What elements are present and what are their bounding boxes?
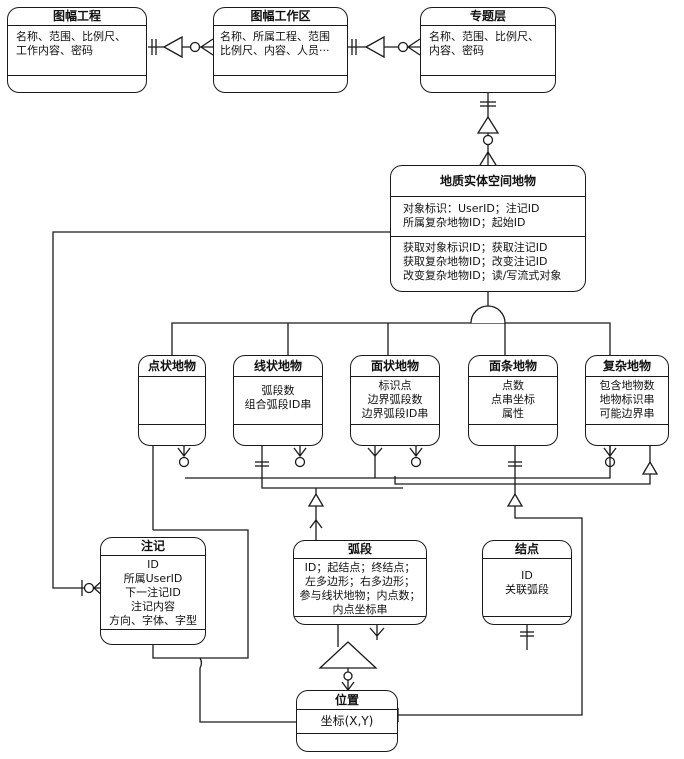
entity-complex-feature: 复杂地物 包含地物数 地物标识串 可能边界串 (585, 355, 669, 446)
entity-attr: 比例尺、内容、人员··· (220, 44, 330, 57)
entity-attr: 标识点 (378, 379, 412, 392)
entity-attr: ID；起结点；终结点； (304, 561, 416, 574)
entity-title: 地质实体空间地物 (391, 166, 585, 197)
entity-attr: 左多边形；右多边形； (305, 575, 415, 588)
entity-attr: 方向、字体、字型 (109, 614, 197, 627)
entity-title: 专题层 (421, 8, 555, 26)
entity-attr: 参与线状地物；内点数； (299, 589, 421, 602)
entity-attr: 地物标识串 (599, 393, 655, 406)
entity-strip-feature: 面条地物 点数 点串坐标 属性 (468, 355, 558, 446)
entity-attr: 名称、范围、比例尺、 (16, 30, 126, 43)
entity-title: 图幅工作区 (214, 8, 347, 26)
entity-title: 点状地物 (139, 356, 205, 377)
entity-attr: 内容、密码 (429, 44, 484, 57)
entity-attr: 所属复杂地物ID；起始ID (403, 216, 526, 229)
entity-title: 面状地物 (351, 356, 439, 377)
entity-attr: ID (521, 569, 533, 582)
entity-annotation: 注记 ID 所属UserID 下一注记ID 注记内容 方向、字体、字型 (100, 537, 206, 645)
entity-attr: ID (147, 558, 159, 571)
entity-method: 获取复杂地物ID；改变注记ID (403, 255, 548, 268)
entity-tufu-workspace: 图幅工作区 名称、所属工程、范围 比例尺、内容、人员··· (213, 7, 348, 93)
entity-title: 复杂地物 (586, 356, 668, 377)
entity-attr: 弧段数 (261, 384, 295, 397)
entity-node: 结点 ID 关联弧段 (482, 540, 572, 625)
entity-title: 位置 (297, 691, 397, 710)
generalization-bus (171, 322, 611, 355)
entity-attr: 关联弧段 (505, 583, 549, 596)
entity-attr: 名称、所属工程、范围 (220, 30, 330, 43)
entity-attr: 边界弧段ID串 (361, 407, 429, 420)
entity-point-feature: 点状地物 (138, 355, 206, 446)
entity-method: 获取对象标识ID；获取注记ID (403, 241, 548, 254)
entity-title: 图幅工程 (8, 8, 146, 26)
entity-polygon-feature: 面状地物 标识点 边界弧段数 边界弧段ID串 (350, 355, 440, 446)
entity-theme-layer: 专题层 名称、范围、比例尺、 内容、密码 (420, 7, 556, 93)
entity-attr: 组合弧段ID串 (244, 398, 312, 411)
entity-line-feature: 线状地物 弧段数 组合弧段ID串 (233, 355, 323, 446)
entity-attr: 属性 (502, 407, 524, 420)
entity-title: 弧段 (294, 541, 426, 559)
entity-attr: 点数 (502, 379, 524, 392)
entity-attr: 所属UserID (123, 572, 183, 585)
link-feature-annotation (52, 231, 390, 589)
entity-method: 改变复杂地物ID；读/写流式对象 (403, 269, 562, 282)
entity-attr: 边界弧段数 (367, 393, 423, 406)
entity-position: 位置 坐标(X,Y) (296, 690, 398, 752)
entity-attr: 工作内容、密码 (16, 44, 93, 57)
entity-attr: 包含地物数 (599, 379, 655, 392)
entity-title: 面条地物 (469, 356, 557, 377)
entity-attr: 内点坐标串 (332, 603, 388, 616)
entity-title: 线状地物 (234, 356, 322, 377)
entity-attr: 名称、范围、比例尺、 (429, 30, 539, 43)
entity-attr: 可能边界串 (599, 407, 655, 420)
entity-title: 结点 (483, 541, 571, 559)
entity-attr: 下一注记ID (125, 586, 181, 599)
entity-attr: 注记内容 (131, 600, 175, 613)
entity-attr: 对象标识：UserID；注记ID (403, 202, 540, 215)
entity-tufu-project: 图幅工程 名称、范围、比例尺、 工作内容、密码 (7, 7, 147, 93)
entity-attr: 坐标(X,Y) (320, 714, 374, 728)
entity-arc: 弧段 ID；起结点；终结点； 左多边形；右多边形； 参与线状地物；内点数； 内点… (293, 540, 427, 625)
entity-geo-feature: 地质实体空间地物 对象标识：UserID；注记ID 所属复杂地物ID；起始ID … (390, 165, 586, 292)
entity-title: 注记 (101, 538, 205, 556)
entity-attr: 点串坐标 (491, 393, 535, 406)
